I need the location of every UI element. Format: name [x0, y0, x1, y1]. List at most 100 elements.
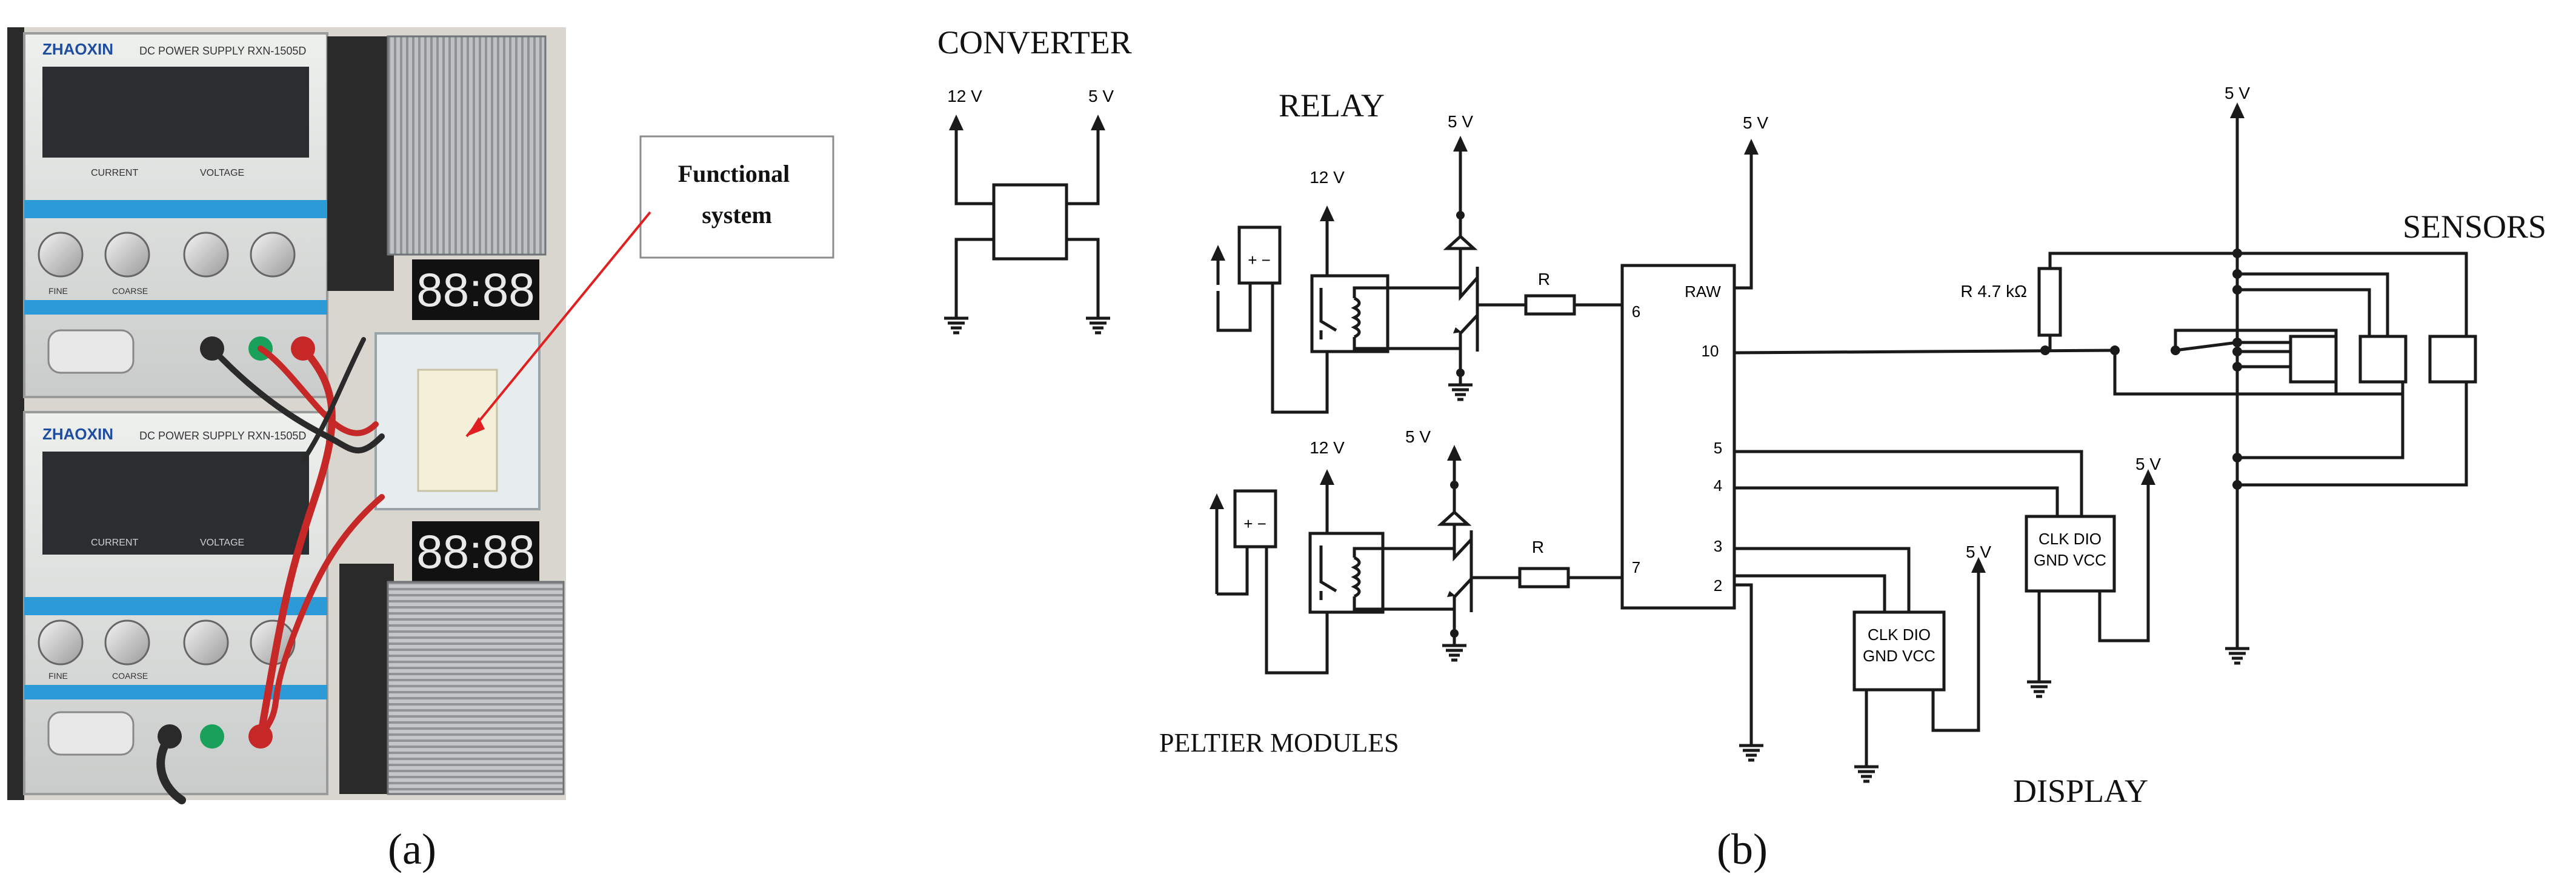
converter-box [992, 183, 1068, 261]
display-left-pins-bottom: GND VCC [1863, 647, 1935, 665]
psu-lower-blue-band [24, 597, 327, 615]
supply-upper-box [1237, 225, 1282, 285]
pin-10: 10 [1702, 342, 1719, 360]
supply-lower-box [1233, 489, 1277, 549]
cable-red-1 [257, 345, 336, 740]
psu-upper-model: DC POWER SUPPLY RXN-1505D [139, 45, 306, 57]
relay-lower-12v-arrow [1320, 469, 1334, 509]
pin-4: 4 [1714, 476, 1722, 495]
psu-upper-brand: ZHAOXIN [42, 40, 113, 58]
diode-upper [1443, 215, 1478, 250]
supply-upper-arrow [1211, 245, 1225, 285]
diode-lower [1437, 485, 1472, 526]
heatsink-upper [387, 35, 547, 256]
sensors-ground [2225, 636, 2249, 663]
relay-upper-switch [1319, 288, 1337, 339]
power-supply-upper: ZHAOXIN DC POWER SUPPLY RXN-1505D CURREN… [23, 32, 328, 398]
display-module-left [1852, 610, 1946, 692]
sensor-3 [2428, 335, 2477, 384]
cables [156, 337, 385, 804]
converter-ground-left [944, 306, 968, 333]
relay-upper-5v-arrow [1453, 136, 1468, 176]
title-relay: RELAY [1279, 87, 1385, 124]
relay-upper-5v-label: 5 V [1448, 112, 1473, 131]
relay-lower-5v-label: 5 V [1405, 427, 1431, 446]
psu-upper-power-switch [47, 329, 135, 374]
callout-pointer [465, 211, 651, 438]
title-sensors: SENSORS [2403, 209, 2546, 245]
title-display: DISPLAY [2013, 773, 2148, 809]
psu-lower-knob-1 [38, 619, 84, 666]
panel-b-schematic: CONVERTER RELAY SENSORS PELTIER MODULES … [937, 24, 2546, 873]
psu-upper-knob-4 [250, 232, 296, 278]
caption-b: (b) [1717, 825, 1768, 873]
display-left-5v-label: 5 V [1966, 542, 1991, 561]
relay-lower-5v-arrow [1447, 445, 1462, 485]
resistor-lower [1518, 567, 1570, 589]
title-peltier-modules: PELTIER MODULES [1159, 728, 1399, 758]
converter-12v-arrow [949, 115, 964, 155]
psu-upper-knob-2 [104, 232, 150, 278]
sensor-2 [2358, 335, 2408, 384]
relay-upper-12v-arrow [1320, 205, 1334, 245]
sample-container [417, 369, 498, 492]
converter-5v-arrow [1091, 115, 1105, 155]
relay-circuit-upper: + − 12 V 5 V R [1211, 112, 1622, 414]
psu-lower-blue-band-2 [24, 685, 327, 699]
display-right-5v-arrow [2141, 469, 2155, 509]
microcontroller: RAW 10 6 7 5 4 3 2 5 V [1620, 113, 1768, 760]
converter-ground-right [1086, 306, 1110, 333]
psu-upper-blue-band-2 [24, 300, 327, 315]
converter-block: 12 V 5 V [944, 87, 1114, 333]
microcontroller-ground [1739, 733, 1763, 760]
display-module-right [2025, 515, 2116, 593]
fan-lower [339, 564, 394, 794]
psu-upper-knob-1 [38, 232, 84, 278]
callout-label: Functional system [678, 160, 796, 229]
pullup-resistor [2037, 267, 2062, 337]
cable-red-3 [258, 494, 385, 739]
sensors-network: 5 V R 4.7 kΩ [1734, 84, 2477, 663]
relay-circuit-lower: + − 12 V 5 V R [1210, 427, 1622, 675]
psu-lower-terminal-green [200, 724, 224, 749]
psu-lower-model: DC POWER SUPPLY RXN-1505D [139, 430, 306, 442]
converter-5v-label: 5 V [1088, 87, 1114, 105]
relay-upper-ground [1448, 373, 1473, 399]
psu-lower-brand: ZHAOXIN [42, 425, 113, 443]
converter-12v-label: 12 V [947, 87, 982, 105]
psu-lower-knob-3 [183, 619, 229, 666]
relay-upper-coil [1351, 296, 1361, 339]
sensors-5v-arrow [2230, 102, 2245, 142]
pin-5: 5 [1714, 439, 1722, 457]
power-supply-lower: ZHAOXIN DC POWER SUPPLY RXN-1505D CURREN… [23, 411, 328, 795]
sensor-1 [2289, 335, 2338, 384]
cable-black-3 [156, 732, 186, 804]
heatsink-lower [387, 581, 565, 795]
supply-lower-arrow [1210, 493, 1224, 533]
psu-lower-knob-2 [104, 619, 150, 666]
psu-upper-coarse-label: COARSE [112, 286, 148, 296]
pin-7: 7 [1632, 558, 1640, 576]
callout-pointer-head [467, 417, 485, 436]
psu-upper-current-label: CURRENT [91, 168, 138, 178]
supply-lower-polarity: + − [1243, 515, 1266, 533]
psu-lower-power-switch [47, 711, 135, 756]
psu-lower-voltage-label: VOLTAGE [200, 538, 244, 548]
fan-upper [327, 36, 394, 291]
psu-upper-fine-label: FINE [48, 286, 68, 296]
display-left-5v-arrow [1971, 557, 1986, 597]
relay-lower-12v-label: 12 V [1310, 438, 1345, 457]
display-left-pins-top: CLK DIO [1868, 626, 1931, 644]
psu-lower-fine-label: FINE [48, 671, 68, 681]
digit-display-lower [412, 521, 539, 582]
cable-red-2 [258, 345, 379, 436]
psu-upper-display [42, 67, 309, 158]
digit-display-upper-text: 88:88 [416, 263, 534, 316]
caption-a: (a) [388, 825, 436, 873]
pullup-resistor-label: R 4.7 kΩ [1960, 282, 2027, 301]
cable-black-1 [209, 345, 385, 454]
display-right-pins-top: CLK DIO [2039, 530, 2102, 548]
resistor-upper [1524, 294, 1576, 316]
display-right-ground [2027, 670, 2051, 696]
